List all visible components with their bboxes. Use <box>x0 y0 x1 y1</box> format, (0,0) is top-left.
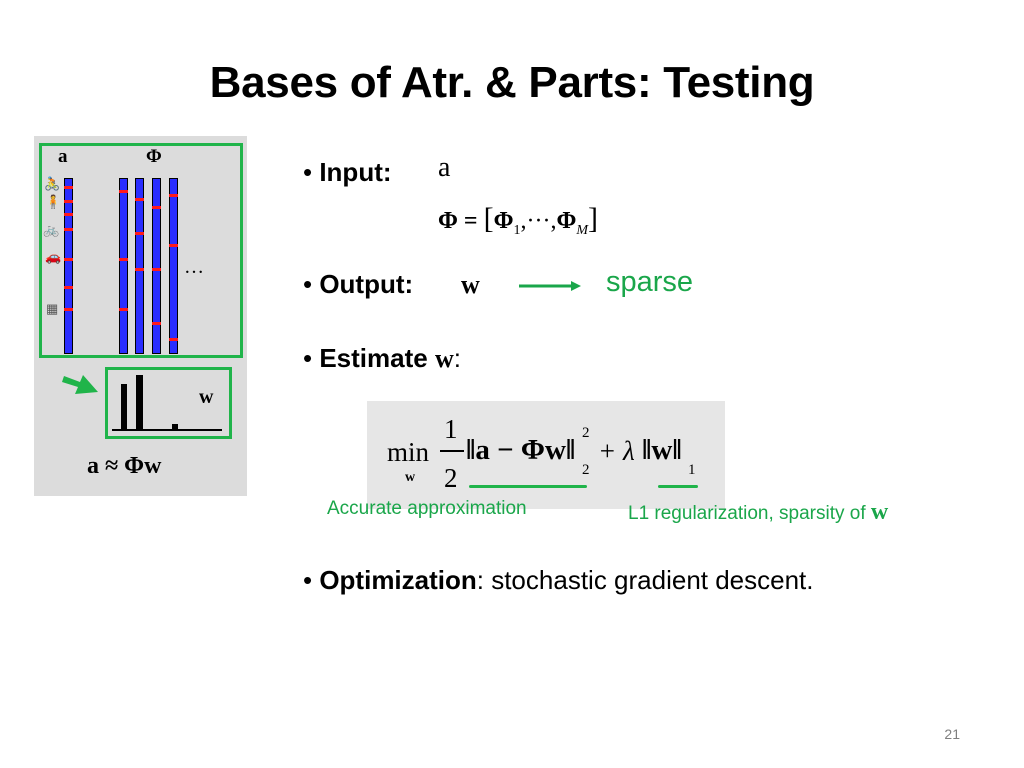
weight-vector-box <box>105 367 232 439</box>
basis-column-mark <box>135 268 144 271</box>
person-icon: 🧍 <box>45 194 62 209</box>
formula-norm: ‖a − Φw‖ <box>466 434 576 466</box>
formula-min: min <box>387 437 430 467</box>
basis-column <box>135 178 144 354</box>
input-label: Input: <box>319 157 392 187</box>
basis-column-mark <box>169 194 178 197</box>
optimization-text: : stochastic gradient descent. <box>476 565 814 595</box>
vector-a-mark <box>64 186 73 189</box>
formula-plus-lambda: + λ <box>598 436 635 466</box>
basis-column-mark <box>152 322 161 325</box>
equation-phim: Φ <box>556 208 577 234</box>
formula-sub1: 1 <box>688 462 696 478</box>
bullet-estimate: • Estimate w: <box>303 343 461 373</box>
estimate-label: Estimate <box>319 343 428 373</box>
equation-lhs: Φ = <box>438 208 484 234</box>
bracket-open: [ <box>483 202 494 235</box>
vector-a-bar <box>64 178 73 354</box>
figure-label-a: a <box>58 146 68 167</box>
input-var: a <box>438 152 451 183</box>
formula-frac-den: 2 <box>444 463 458 493</box>
equation-phi1: Φ <box>493 208 514 234</box>
basis-column-mark <box>169 244 178 247</box>
bullet-input: • Input: <box>303 157 392 187</box>
basis-column-mark <box>169 338 178 341</box>
vector-a-mark <box>64 200 73 203</box>
weight-bar <box>172 424 178 429</box>
formula-norm-w: ‖w‖ <box>642 434 682 466</box>
car-icon: 🚗 <box>45 249 62 264</box>
basis-column <box>152 178 161 354</box>
underline-regularization <box>658 485 698 488</box>
optimization-label: Optimization <box>319 565 477 595</box>
basis-column-mark <box>119 308 128 311</box>
figure-label-phi: Φ <box>146 146 162 167</box>
input-equation: Φ = [Φ1,···,ΦM] <box>438 202 598 239</box>
formula-frac-line <box>440 450 464 452</box>
page-number: 21 <box>944 726 960 742</box>
vector-a-mark <box>64 213 73 216</box>
basis-column-mark <box>152 268 161 271</box>
estimate-colon: : <box>453 343 461 373</box>
vector-a-mark <box>64 286 73 289</box>
vector-a-mark <box>64 258 73 261</box>
basis-column-mark <box>119 190 128 193</box>
arrow-right-icon <box>62 375 98 394</box>
figure-ellipsis: … <box>184 256 204 278</box>
figure-label-w: w <box>199 386 214 408</box>
weight-bar <box>136 375 143 429</box>
basis-column-mark <box>135 198 144 201</box>
cyclist-icon: 🚴 <box>44 176 61 191</box>
formula-min-sub: w <box>405 470 416 485</box>
output-var: w <box>461 270 480 299</box>
formula-panel <box>367 401 725 509</box>
estimate-var: w <box>434 344 454 373</box>
formula-sup2: 2 <box>582 425 590 441</box>
bicycle-icon: 🚲 <box>43 222 60 237</box>
basis-column-mark <box>135 232 144 235</box>
formula-frac-num: 1 <box>444 414 458 444</box>
basis-matrix-box <box>39 143 243 358</box>
weight-baseline <box>112 429 222 431</box>
bracket-close: ] <box>588 202 599 235</box>
bullet-output: • Output: <box>303 269 414 299</box>
equation-sub1: 1 <box>513 222 521 238</box>
note-accurate-approximation: Accurate approximation <box>327 498 527 519</box>
equation-subm: M <box>576 222 589 238</box>
arrow-right-icon <box>519 281 581 291</box>
note-var-w: w <box>870 499 889 525</box>
figure-caption: a ≈ Φw <box>87 453 162 479</box>
underline-approximation <box>469 485 587 488</box>
basis-column <box>119 178 128 354</box>
formula-sub2: 2 <box>582 462 590 478</box>
slide-title: Bases of Atr. & Parts: Testing <box>209 58 815 107</box>
note-l1-regularization: L1 regularization, sparsity of w <box>628 499 889 525</box>
vector-a-mark <box>64 228 73 231</box>
weight-bar <box>121 384 127 429</box>
vector-a-mark <box>64 308 73 311</box>
output-note: sparse <box>606 266 694 298</box>
bullet-optimization: • Optimization: stochastic gradient desc… <box>303 565 814 595</box>
output-label: Output: <box>319 269 414 299</box>
basis-column-mark <box>152 206 161 209</box>
basis-column-mark <box>119 258 128 261</box>
equation-mid: ,···, <box>520 208 557 234</box>
photo-icon: ▦ <box>46 301 59 316</box>
basis-column <box>169 178 178 354</box>
